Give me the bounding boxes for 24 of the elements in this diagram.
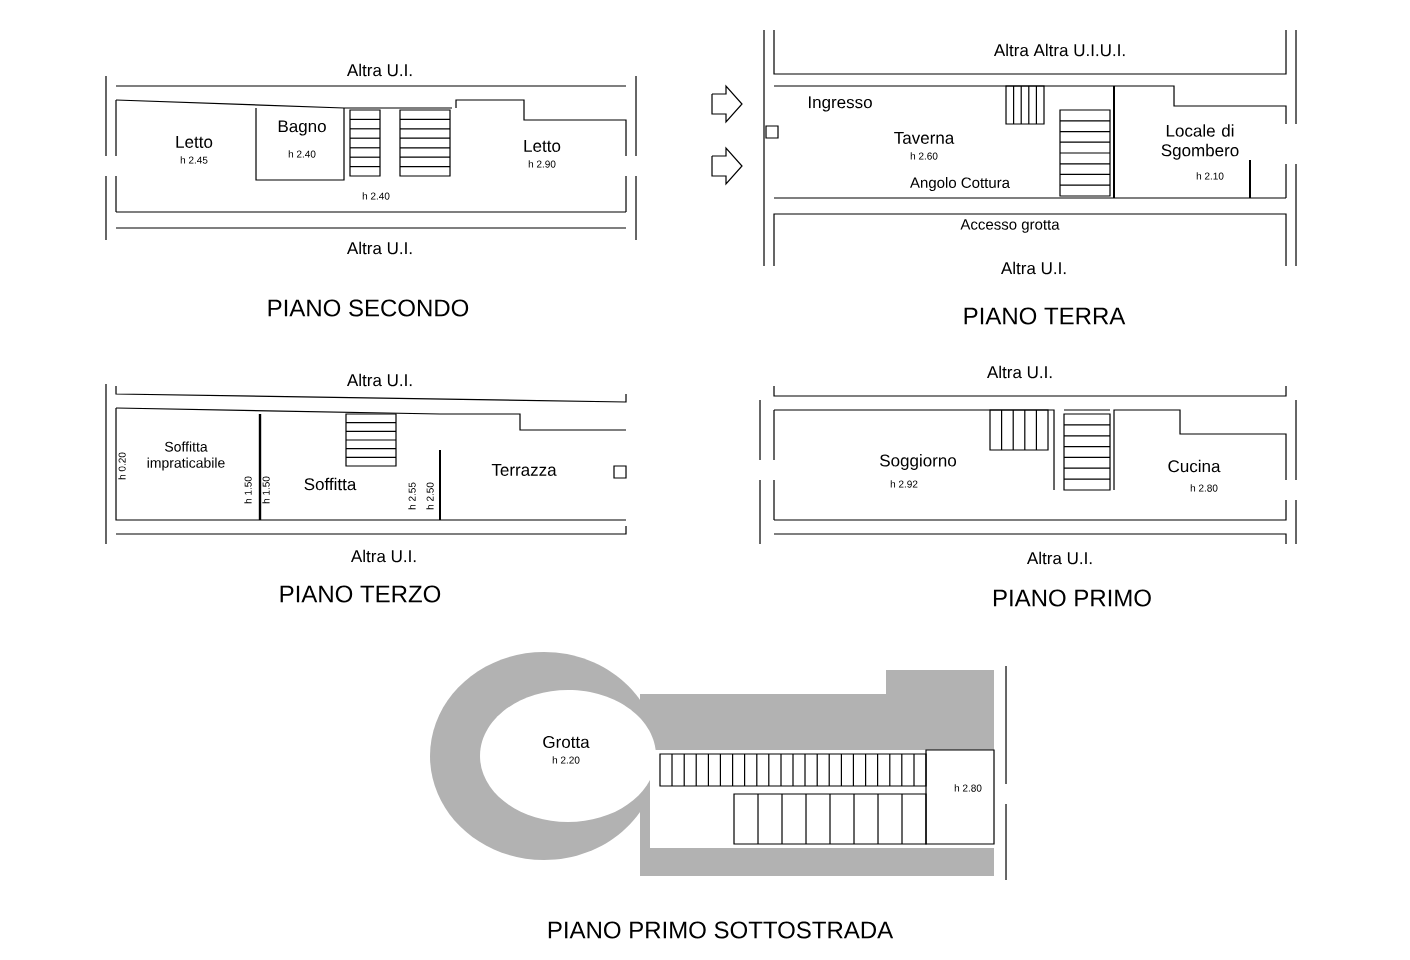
neighbor-label: Altra U.I. [346,373,412,387]
neighbor-label: Altra U.I. [346,63,412,77]
neighbor-label: Altra Altra U.I.U.I. [993,43,1125,57]
neighbor-label: Altra U.I. [346,241,412,255]
room-label: Locale di Sgombero [1161,124,1239,160]
room-label: Letto [176,136,213,148]
neighbor-label: Altra U.I. [350,549,416,563]
room-label: Taverna [894,132,955,144]
neighbor-label: Altra U.I. [1001,261,1066,275]
room-label: Grotta [543,736,590,748]
room-label: Letto [524,140,561,152]
floor-title: PIANO SECONDO [268,299,469,317]
neighbor-label: Altra U.I. [1027,551,1092,565]
floor-title: PIANO PRIMO SOTTOSTRADA [548,921,894,939]
room-label: Soffitta [304,477,357,491]
floor-title: PIANO PRIMO [993,589,1151,607]
room-label: Cucina [1168,459,1221,473]
floor-title: PIANO TERZO [280,585,441,603]
room-label: Bagno [278,120,326,136]
room-label: Soggiorno [880,454,957,470]
room-label: Terrazza [491,464,557,476]
neighbor-label: Altra U.I. [987,365,1052,379]
area-label: Ingresso [808,96,872,112]
floor-title: PIANO TERRA [964,307,1126,325]
